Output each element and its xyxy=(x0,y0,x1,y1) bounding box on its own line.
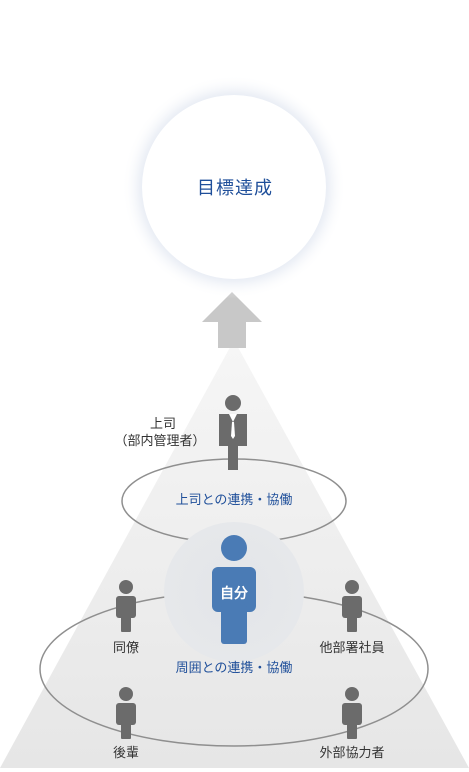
external-person-icon xyxy=(342,687,362,739)
surround-ring-label: 周囲との連携・協働 xyxy=(175,661,293,676)
boss-title: 上司 xyxy=(149,417,176,432)
boss-person-icon xyxy=(219,395,247,470)
self-person-icon xyxy=(212,535,256,644)
external-label: 外部協力者 xyxy=(319,746,385,761)
junior-label: 後輩 xyxy=(112,746,139,761)
boss-subtitle: （部内管理者） xyxy=(114,434,206,449)
up-arrow-icon xyxy=(202,292,262,348)
other-dept-label: 他部署社員 xyxy=(319,641,385,656)
goal-label: 目標達成 xyxy=(197,178,273,199)
goal-circle xyxy=(142,95,326,279)
self-label: 自分 xyxy=(220,586,248,602)
boss-ring-label: 上司との連携・協働 xyxy=(175,493,293,508)
colleague-person-icon xyxy=(116,580,136,632)
junior-person-icon xyxy=(116,687,136,739)
colleague-label: 同僚 xyxy=(112,641,139,656)
other-dept-person-icon xyxy=(342,580,362,632)
